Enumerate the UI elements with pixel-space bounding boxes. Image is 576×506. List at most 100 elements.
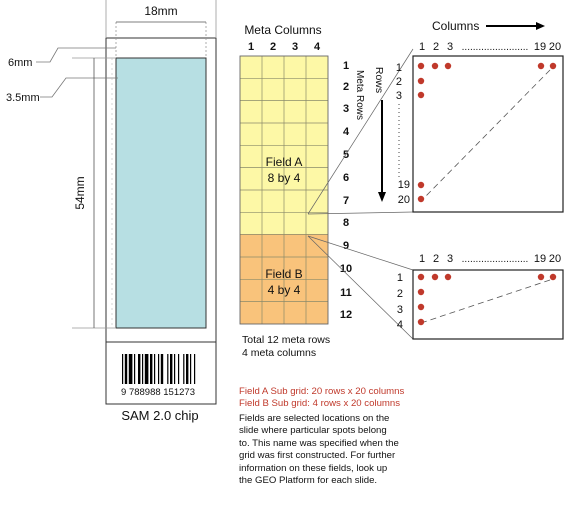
subgrid-b-col-20: 20 bbox=[549, 253, 561, 265]
meta-col-label-1: 1 bbox=[248, 41, 254, 53]
chip-width-label: 18mm bbox=[144, 4, 177, 18]
spot bbox=[537, 273, 545, 281]
subgrid-a-row-19: 19 bbox=[398, 179, 410, 191]
side-margin-label: 3.5mm bbox=[6, 92, 40, 104]
subgrid-b-col-2: 2 bbox=[433, 253, 439, 265]
meta-columns-title: Meta Columns bbox=[244, 23, 321, 37]
spot bbox=[431, 273, 439, 281]
barcode-bar bbox=[134, 354, 136, 384]
meta-rows-title: Meta Rows bbox=[354, 70, 365, 120]
chip-height-label: 54mm bbox=[73, 176, 87, 209]
meta-col-label-3: 3 bbox=[292, 41, 298, 53]
meta-col-label-4: 4 bbox=[314, 41, 321, 53]
barcode-bar bbox=[150, 354, 153, 384]
field-b-subgrid-note: Field B Sub grid: 4 rows x 20 columns bbox=[239, 398, 400, 409]
meta-row-label: 1 bbox=[343, 60, 349, 72]
spot bbox=[417, 273, 425, 281]
spot bbox=[537, 62, 545, 70]
subgrid-a-col-3: 3 bbox=[447, 41, 453, 53]
barcode-bar bbox=[158, 354, 160, 384]
subgrid-b-row-2: 2 bbox=[397, 288, 403, 300]
barcode-bar bbox=[194, 354, 196, 384]
meta-row-label: 6 bbox=[343, 172, 349, 184]
top-margin-label: 6mm bbox=[8, 57, 32, 69]
slide-chip: 18mm 6mm 3.5mm 54mm 9 788988 151273 SAM … bbox=[6, 0, 217, 423]
barcode-bar bbox=[138, 354, 141, 384]
fields-description: Fields are selected locations on the sli… bbox=[239, 413, 399, 487]
spot bbox=[444, 273, 452, 281]
spot bbox=[444, 62, 452, 70]
rows-arrowhead-icon bbox=[378, 192, 386, 202]
subgrid-a-col-dots: ........................ bbox=[462, 42, 529, 53]
subgrid-b-col-19: 19 bbox=[534, 253, 546, 265]
barcode-bar bbox=[190, 354, 192, 384]
meta-grid: Meta Columns 1 2 3 4 Field A 8 by 4 Fiel… bbox=[239, 23, 365, 359]
rows-title: Rows bbox=[373, 67, 385, 93]
meta-row-label: 3 bbox=[343, 103, 349, 115]
barcode-bar bbox=[170, 354, 173, 384]
subgrid-b-row-3: 3 bbox=[397, 304, 403, 316]
meta-row-label: 12 bbox=[340, 309, 352, 321]
spot bbox=[549, 273, 557, 281]
field-b-name: Field B bbox=[265, 267, 302, 281]
meta-gridlines bbox=[240, 56, 328, 324]
spot bbox=[417, 91, 425, 99]
subgrid-b-box bbox=[412, 269, 564, 340]
subgrid-b: 1 2 3 ........................ 19 20 1 2… bbox=[397, 253, 564, 340]
meta-row-label: 10 bbox=[340, 263, 352, 275]
subgrid-a-col-19: 19 bbox=[534, 41, 546, 53]
subgrid-a-row-1: 1 bbox=[396, 62, 402, 74]
total-meta-rows: Total 12 meta rows bbox=[242, 334, 330, 346]
barcode-bar bbox=[186, 354, 189, 384]
barcode-bar bbox=[128, 354, 133, 384]
columns-title: Columns bbox=[432, 19, 479, 33]
total-meta-columns: 4 meta columns bbox=[242, 347, 316, 359]
barcode-bar bbox=[122, 354, 124, 384]
field-a-size: 8 by 4 bbox=[268, 171, 301, 185]
field-a-name: Field A bbox=[266, 155, 303, 169]
spot bbox=[549, 62, 557, 70]
array-area bbox=[115, 57, 207, 329]
spot bbox=[417, 62, 425, 70]
subgrid-b-col-1: 1 bbox=[419, 253, 425, 265]
meta-row-label: 8 bbox=[343, 217, 349, 229]
meta-row-label: 11 bbox=[340, 287, 352, 299]
spot bbox=[431, 62, 439, 70]
spot bbox=[417, 77, 425, 85]
connector-lines bbox=[307, 48, 414, 340]
subgrid-a-col-2: 2 bbox=[433, 41, 439, 53]
spot bbox=[417, 181, 425, 189]
meta-row-label: 5 bbox=[343, 149, 349, 161]
subgrid-a-row-2: 2 bbox=[396, 76, 402, 88]
barcode-bar bbox=[142, 354, 144, 384]
chip-name-label: SAM 2.0 chip bbox=[121, 408, 198, 423]
columns-arrowhead-icon bbox=[536, 22, 545, 30]
barcode-bar bbox=[183, 354, 185, 384]
subgrid-a: Columns 1 2 3 ........................ 1… bbox=[373, 19, 564, 213]
barcode-bar bbox=[174, 354, 176, 384]
meta-row-label: 4 bbox=[343, 126, 350, 138]
spot bbox=[417, 288, 425, 296]
subgrid-a-spots bbox=[417, 62, 557, 203]
barcode-bar bbox=[178, 354, 180, 384]
barcode bbox=[122, 354, 196, 384]
subgrid-b-spots bbox=[417, 273, 557, 326]
subgrid-a-row-3: 3 bbox=[396, 90, 402, 102]
subgrid-a-col-20: 20 bbox=[549, 41, 561, 53]
barcode-bar bbox=[124, 354, 128, 384]
field-b-size: 4 by 4 bbox=[268, 283, 301, 297]
barcode-bar bbox=[167, 354, 169, 384]
field-a-subgrid-note: Field A Sub grid: 20 rows x 20 columns bbox=[239, 386, 405, 397]
meta-row-label: 7 bbox=[343, 195, 349, 207]
spot bbox=[417, 303, 425, 311]
subgrid-b-col-dots: ........................ bbox=[462, 254, 529, 265]
subgrid-a-box bbox=[412, 55, 564, 213]
meta-col-label-2: 2 bbox=[270, 41, 276, 53]
barcode-bar bbox=[154, 354, 156, 384]
spot bbox=[417, 318, 425, 326]
barcode-number: 9 788988 151273 bbox=[121, 387, 195, 398]
subgrid-a-row-20: 20 bbox=[398, 194, 410, 206]
barcode-bar bbox=[144, 354, 149, 384]
